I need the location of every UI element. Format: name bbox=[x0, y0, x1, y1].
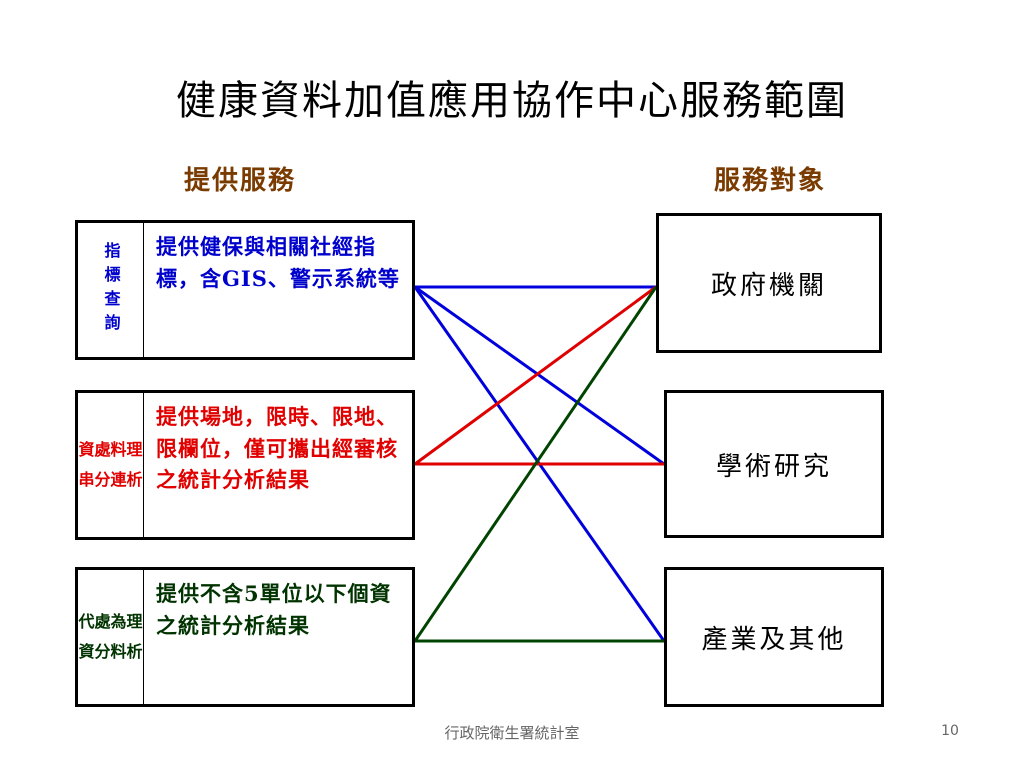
target-government: 政府機關 bbox=[656, 213, 882, 353]
service-description: 提供不含5單位以下個資之統計分析結果 bbox=[156, 581, 392, 638]
service-indicator-query: 指標查詢 提供健保與相關社經指標，含GIS、警示系統等 bbox=[75, 220, 415, 360]
connection-line-5 bbox=[413, 286, 658, 642]
service-label: 資處料理串分連析 bbox=[78, 393, 144, 537]
service-data-linkage: 資處料理串分連析 提供場地，限時、限地、限欄位，僅可攜出經審核之統計分析結果 bbox=[75, 390, 415, 540]
connection-line-3 bbox=[414, 285, 657, 466]
service-proxy-processing: 代處為理資分料析 提供不含5單位以下個資之統計分析結果 bbox=[75, 567, 415, 707]
service-label-text: 代處為理資分料析 bbox=[78, 611, 143, 661]
targets-header: 服務對象 bbox=[713, 166, 826, 196]
services-header: 提供服務 bbox=[183, 166, 296, 196]
service-label: 指標查詢 bbox=[78, 223, 144, 357]
footer-text: 行政院衛生署統計室 bbox=[444, 724, 580, 742]
service-label-text: 資處料理串分連析 bbox=[78, 439, 143, 489]
service-description: 提供健保與相關社經指標，含GIS、警示系統等 bbox=[156, 234, 400, 291]
target-academic: 學術研究 bbox=[664, 390, 884, 538]
service-label: 代處為理資分料析 bbox=[78, 570, 144, 704]
target-industry: 產業及其他 bbox=[664, 567, 884, 707]
connection-line-1 bbox=[414, 285, 665, 466]
page-number: 10 bbox=[941, 723, 959, 739]
page-title: 健康資料加值應用協作中心服務範圍 bbox=[176, 78, 848, 124]
service-description: 提供場地，限時、限地、限欄位，僅可攜出經審核之統計分析結果 bbox=[156, 404, 398, 492]
